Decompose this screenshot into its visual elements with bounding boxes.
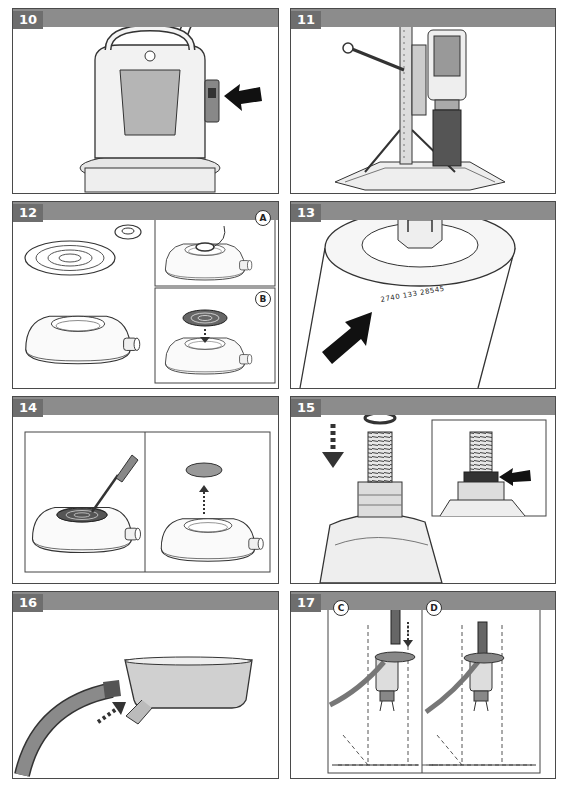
figure-number: 13 (291, 204, 321, 222)
figure-panel: 11 (290, 8, 556, 194)
callout-letter: C (333, 600, 349, 616)
panel-header: 10 (13, 9, 278, 27)
panel-header: 12 (13, 202, 278, 220)
panel-header: 17 (291, 592, 555, 610)
serial-number: 2740 133 28545 (380, 285, 445, 304)
panel-header: 11 (291, 9, 555, 27)
panel-header: 15 (291, 397, 555, 415)
figure-number: 10 (13, 11, 43, 29)
panel-header: 14 (13, 397, 278, 415)
figure-panel: 14 (12, 396, 279, 584)
figure-number: 15 (291, 399, 321, 417)
panel-header: 13 (291, 202, 555, 220)
panel-header: 16 (13, 592, 278, 610)
figure-panel: 15 (290, 396, 556, 584)
figure-number: 16 (13, 594, 43, 612)
figure-number: 17 (291, 594, 321, 612)
figure-panel: 10 (12, 8, 279, 194)
callout-letter: A (255, 210, 271, 226)
figure-panel: 16 (12, 591, 279, 779)
figure-number: 11 (291, 11, 321, 29)
figure-number: 14 (13, 399, 43, 417)
figure-panel: 12 (12, 201, 279, 389)
figure-number: 12 (13, 204, 43, 222)
figure-panel: 17 (290, 591, 556, 779)
callout-letter: D (426, 600, 442, 616)
callout-letter: B (255, 291, 271, 307)
